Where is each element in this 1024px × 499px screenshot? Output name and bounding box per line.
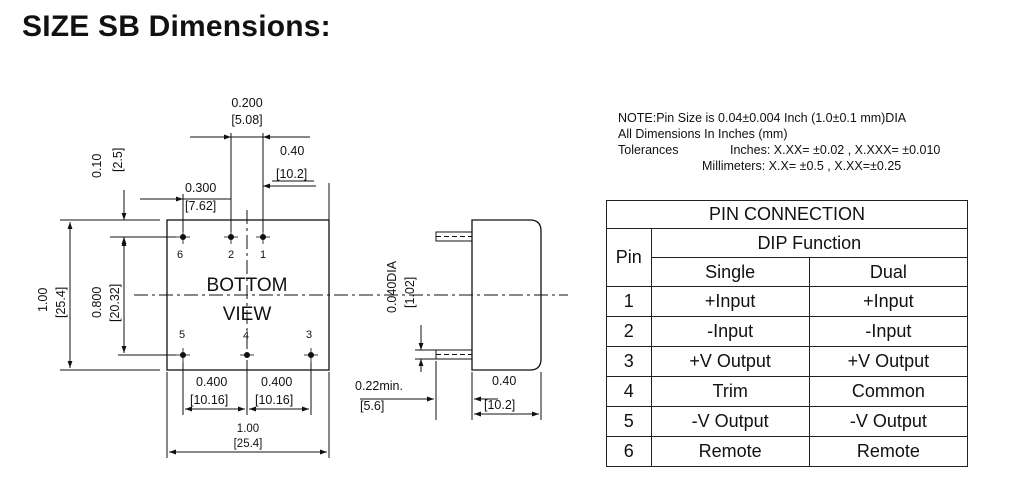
single-cell: Trim [650,376,810,407]
side-view-pins [435,231,473,360]
single-cell: -Input [650,316,810,347]
dim-040-side: 0.40 [492,374,516,388]
dim-0400-left: 0.400 [196,375,227,389]
dim-254-horizontal: [25.4] [234,438,263,450]
dual-cell: +Input [808,286,969,317]
single-cell: +Input [650,286,810,317]
dim-1016-left: [10.16] [190,393,228,407]
dim-0040dia: 0.040DIA [385,260,399,313]
pin-number-2: 2 [228,249,234,261]
dim-040-top: 0.40 [280,144,304,158]
dim-25: [2.5] [111,148,125,172]
single-cell: +V Output [650,346,810,377]
pin-number-1: 1 [260,249,266,261]
pin-cell: 3 [606,346,652,377]
dim-254-vertical: [25.4] [54,287,68,318]
dim-2032: [20.32] [108,284,122,322]
dim-022min: 0.22min. [355,379,403,393]
dual-header: Dual [808,257,969,287]
dim-102-top: [10.2] [276,167,307,181]
center-lines [134,210,568,385]
dimension-drawing: 6 2 1 5 4 3 BOTTOM VIEW 0.200 [5.08] 0.4… [36,96,568,458]
bottom-label: BOTTOM [207,275,288,296]
table-row: 2 -Input -Input [606,316,969,347]
dim-102-side2: [10.2] [484,398,515,412]
pin-cell: 6 [606,436,652,467]
dim-1016-right: [10.16] [255,393,293,407]
table-title: PIN CONNECTION [606,200,968,229]
dim-0200: 0.200 [231,96,262,110]
pin-cell: 2 [606,316,652,347]
side-view-body [471,219,542,371]
view-label: VIEW [223,304,272,325]
single-cell: Remote [650,436,810,467]
table-row: 4 Trim Common [606,376,969,407]
dual-cell: -V Output [808,406,969,437]
table-row: 5 -V Output -V Output [606,406,969,437]
pin-cell: 4 [606,376,652,407]
dim-0400-right: 0.400 [261,375,292,389]
tolerances-row: Tolerances Inches: X.XX= ±0.02 , X.XXX= … [618,142,940,158]
pin-number-5: 5 [179,329,185,341]
dim-010: 0.10 [90,154,104,178]
dual-cell: Remote [808,436,969,467]
pin-header: Pin [606,228,652,287]
table-row: 3 +V Output +V Output [606,346,969,377]
dual-cell: -Input [808,316,969,347]
pin-number-3: 3 [306,329,312,341]
pin-cell: 1 [606,286,652,317]
pin-connection-table: PIN CONNECTION Pin DIP Function Single D… [606,200,969,467]
note-pin-size: NOTE:Pin Size is 0.04±0.004 Inch (1.0±0.… [618,111,907,125]
note-units: All Dimensions In Inches (mm) [618,127,788,141]
tolerances-label: Tolerances [618,143,679,157]
single-header: Single [650,257,810,287]
single-cell: -V Output [650,406,810,437]
dual-cell: Common [808,376,969,407]
dim-0800: 0.800 [90,287,104,318]
dim-508: [5.08] [231,113,262,127]
dip-function-header: DIP Function [650,228,969,258]
dim-0300: 0.300 [185,181,216,195]
dim-102-side: [1.02] [403,277,417,308]
table-row: 1 +Input +Input [606,286,969,317]
pin-cell: 5 [606,406,652,437]
dim-762: [7.62] [185,199,216,213]
table-row: 6 Remote Remote [606,436,969,467]
tolerances-inches: Inches: X.XX= ±0.02 , X.XXX= ±0.010 [730,143,941,157]
page-title: SIZE SB Dimensions: [22,10,331,43]
pin-number-6: 6 [177,249,183,261]
dual-cell: +V Output [808,346,969,377]
dim-100-vertical: 1.00 [36,288,50,312]
notes-block: NOTE:Pin Size is 0.04±0.004 Inch (1.0±0.… [618,110,940,174]
dim-100-horizontal: 1.00 [237,423,259,435]
dim-56: [5.6] [360,399,384,413]
pin-number-4: 4 [243,330,249,342]
tolerances-mm: Millimeters: X.X= ±0.5 , X.XX=±0.25 [702,159,902,173]
